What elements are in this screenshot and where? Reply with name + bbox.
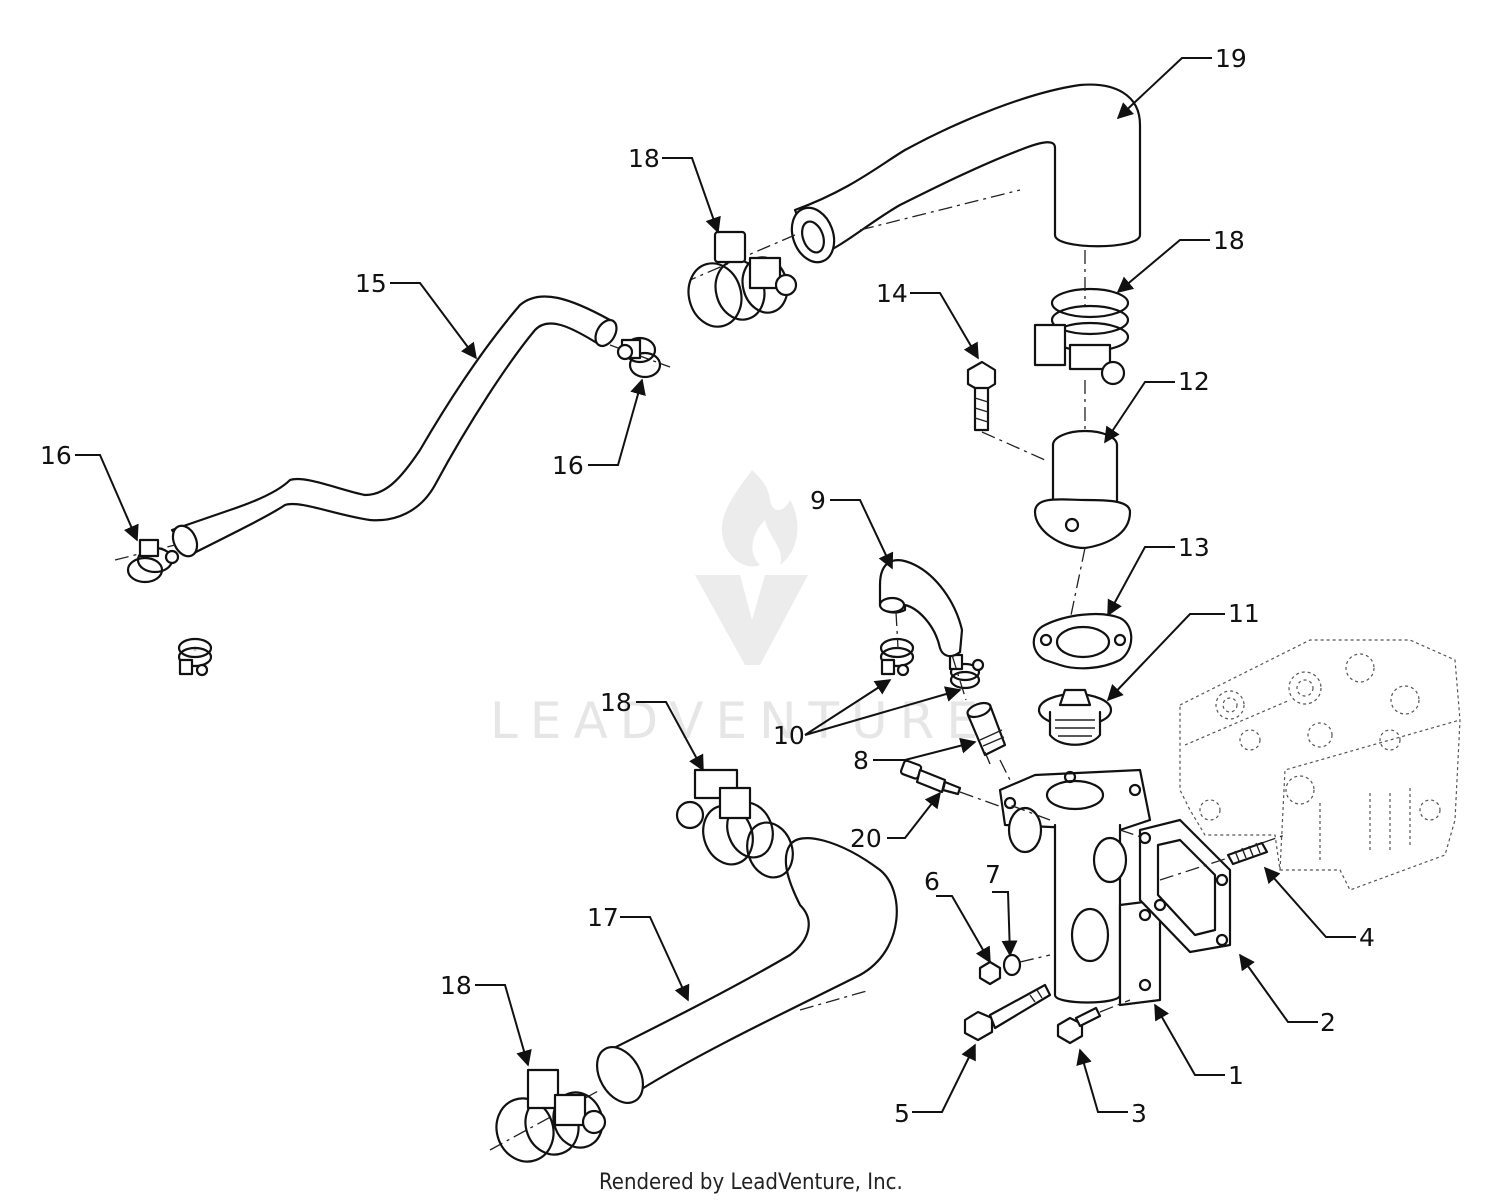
- callout-12: 12: [1178, 367, 1210, 396]
- thermostat-housing-cover: [1033, 250, 1132, 621]
- hose-clamp-10-set: [193, 637, 985, 690]
- temperature-sensor: [899, 759, 1011, 811]
- hose-clamp-18-middle: [675, 768, 794, 879]
- callout-numbers: 1 2 3 4 5 6 7 8 9 10 11 12 13 14 15 16 1…: [40, 44, 1375, 1128]
- callout-2: 2: [1320, 1008, 1336, 1037]
- hose-clamp-18-bottom: [495, 1068, 607, 1163]
- callout-16-right: 16: [552, 451, 584, 480]
- callout-8: 8: [853, 746, 869, 775]
- hose-clamp-18-top-right: [1033, 287, 1130, 386]
- stud-bolt: [1159, 834, 1286, 881]
- watermark-v-logo-icon: [695, 575, 808, 665]
- housing-bolt-long: [963, 983, 1052, 1042]
- thermostat-housing: [998, 768, 1181, 1007]
- callout-7: 7: [985, 860, 1001, 889]
- callout-16-left: 16: [40, 441, 72, 470]
- callout-5: 5: [894, 1099, 910, 1128]
- nut-and-washer: [978, 953, 1051, 986]
- upper-radiator-hose: [689, 83, 1142, 281]
- callout-6: 6: [924, 867, 940, 896]
- callout-18-middle: 18: [600, 688, 632, 717]
- watermark: LEADVENTURE: [490, 470, 990, 750]
- footer-credit: Rendered by LeadVenture, Inc.: [599, 1170, 903, 1195]
- bypass-hose: [114, 295, 671, 561]
- hose-clamp-18-top-left: [687, 230, 798, 328]
- callout-3: 3: [1131, 1099, 1147, 1128]
- callout-18-bottom: 18: [440, 971, 472, 1000]
- callout-20: 20: [850, 824, 882, 853]
- callout-10: 10: [773, 721, 805, 750]
- watermark-text: LEADVENTURE: [490, 692, 990, 750]
- thermostat-gasket: [1032, 612, 1133, 670]
- housing-bolt-short: [1056, 999, 1131, 1045]
- hose-clamp-16-left: [126, 538, 180, 584]
- callout-9: 9: [810, 486, 826, 515]
- callout-1: 1: [1228, 1061, 1244, 1090]
- leader-lines: [75, 57, 1356, 1113]
- callout-19: 19: [1215, 44, 1247, 73]
- callout-18-top-right: 18: [1213, 226, 1245, 255]
- callout-15: 15: [355, 269, 387, 298]
- elbow-hose: [878, 559, 967, 701]
- callout-11: 11: [1228, 599, 1260, 628]
- lower-radiator-hose: [489, 837, 898, 1151]
- callout-13: 13: [1178, 533, 1210, 562]
- callout-17: 17: [587, 903, 619, 932]
- callout-18-top-left: 18: [628, 144, 660, 173]
- watermark-flame-icon: [721, 470, 798, 567]
- callout-4: 4: [1359, 923, 1375, 952]
- hose-clamp-10-left: [177, 637, 213, 677]
- engine-block: [1179, 639, 1461, 891]
- thermostat: [1037, 688, 1113, 746]
- housing-gasket: [1138, 818, 1232, 954]
- callout-14: 14: [876, 279, 908, 308]
- thermostat-bolt: [966, 360, 1046, 461]
- hose-clamp-16-right: [616, 336, 662, 379]
